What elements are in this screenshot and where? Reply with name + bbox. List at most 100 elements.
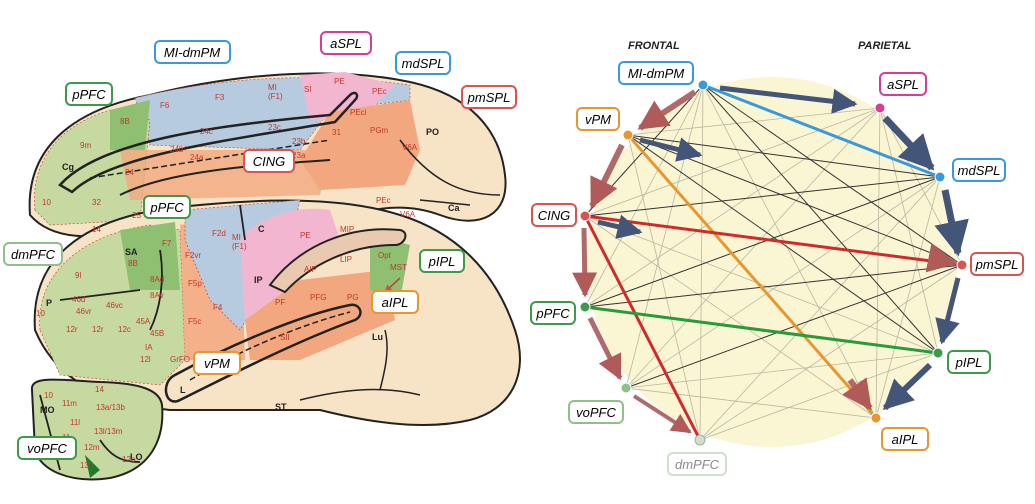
svg-text:CING: CING [538,208,571,223]
area-12r-2: 12r [92,325,104,334]
link-cing-dmpfc [583,215,702,441]
label-mo: MO [40,405,55,415]
area-24c: 24c [200,127,213,136]
area-mi-f1: MI(F1) [268,83,283,101]
svg-text:pPFC: pPFC [149,200,184,215]
tag-pipl-node: pIPL [947,350,991,374]
label-p: P [46,298,52,308]
tag-vopfc-brain: voPFC [17,436,77,460]
area-45a: 45A [136,317,151,326]
area-pe-lat: PE [300,231,311,240]
svg-text:pPFC: pPFC [535,306,570,321]
area-46d: 46d [72,295,85,304]
area-32: 32 [92,198,101,207]
area-46vc: 46vc [106,301,123,310]
tag-aspl-node: aSPL [879,72,927,96]
area-24b: 24b [170,145,184,154]
brain-region-tags: MI-dmPM aSPL mdSPL pmSPL pPFC CING pPFC [3,31,517,460]
calcarine-sulcus [419,199,471,206]
area-f6: F6 [160,101,170,110]
area-46vr: 46vr [76,307,92,316]
area-11m: 11m [62,399,77,408]
parieto-occipital-sulcus [399,139,501,196]
area-9m: 9m [80,141,91,150]
svg-text:mdSPL: mdSPL [402,56,445,71]
tag-vpm-brain: vPM [193,351,241,375]
label-lu: Lu [372,332,383,342]
area-ia: IA [145,343,153,352]
svg-text:dmPFC: dmPFC [11,247,56,262]
moderate-connections [584,84,963,389]
intraparietal-sulcus [268,228,407,294]
area-f5p: F5p [188,279,202,288]
area-12r: 12r [66,325,78,334]
area-f2vr: F2vr [185,251,201,260]
area-v6a: V6A [402,143,418,152]
tag-ppfc-brain-top: pPFC [65,82,113,106]
tag-aipl-node: aIPL [881,427,929,451]
area-f2d: F2d [212,229,226,238]
tag-aspl-brain: aSPL [320,31,372,55]
area-24: 24 [125,168,134,177]
area-opt: Opt [378,251,392,260]
label-lo: LO [130,452,143,462]
area-11l: 11l [70,418,80,427]
area-8av: 8Av [150,291,164,300]
mst-pointer-arrow [384,277,401,293]
area-pg: PG [347,293,359,302]
area-mi-f1-lat: MI(F1) [232,233,247,251]
svg-text:pPFC: pPFC [71,87,106,102]
area-f7: F7 [162,239,172,248]
area-13l13m: 13l/13m [94,427,123,436]
tag-ppfc-node: pPFC [530,301,576,325]
area-13a13b: 13a/13b [96,403,125,412]
tag-aipl-brain: aIPL [371,290,419,314]
svg-text:MI-dmPM: MI-dmPM [628,66,685,81]
tag-cing-brain: CING [243,149,295,173]
tag-mi-dmpm-brain: MI-dmPM [154,40,231,64]
area-8ad: 8Ad [150,275,164,284]
area-12c: 12c [118,325,131,334]
node-vpm [622,129,634,141]
svg-text:pmSPL: pmSPL [467,90,511,105]
label-po: PO [426,127,439,137]
lateral-green-pipl [370,235,410,300]
svg-text:aIPL: aIPL [382,295,409,310]
tag-dmpfc-node: dmPFC [667,452,727,476]
label-l: L [180,385,186,395]
tag-mdspl-node: mdSPL [952,158,1006,182]
area-10-lat: 10 [36,309,45,318]
svg-text:vPM: vPM [585,112,611,127]
svg-text:voPFC: voPFC [27,441,67,456]
area-10: 10 [42,198,51,207]
area-mip: MIP [340,225,354,234]
node-dmpfc [694,434,706,446]
svg-text:aSPL: aSPL [330,36,362,51]
link-cing-pmspl [584,214,963,267]
area-13-orb: 13 [80,461,89,470]
header-parietal: PARIETAL [858,40,912,52]
callosal-sulcus [119,159,331,196]
node-vopfc [620,382,632,394]
tag-dmpfc-brain: dmPFC [3,242,63,266]
area-sii: SII [280,333,290,342]
cingulate-fundus-dash [89,139,331,179]
area-lip: LIP [340,255,352,264]
svg-text:dmPFC: dmPFC [675,457,720,472]
area-9l: 9l [75,271,81,280]
area-45b: 45B [150,329,164,338]
area-v6a-2: V6A [400,210,416,219]
area-pec: PEc [372,87,387,96]
area-23a: 23a [292,151,306,160]
area-12l: 12l [140,355,151,364]
area-aip: AIP [304,265,317,274]
label-c: C [258,224,265,234]
svg-text:pIPL: pIPL [428,254,456,269]
area-31: 31 [332,128,341,137]
svg-text:aSPL: aSPL [887,77,919,92]
area-f4: F4 [213,303,223,312]
tag-cing-node: CING [531,203,577,227]
tag-mdspl-brain: mdSPL [395,51,451,75]
area-8b-lat: 8B [128,259,138,268]
